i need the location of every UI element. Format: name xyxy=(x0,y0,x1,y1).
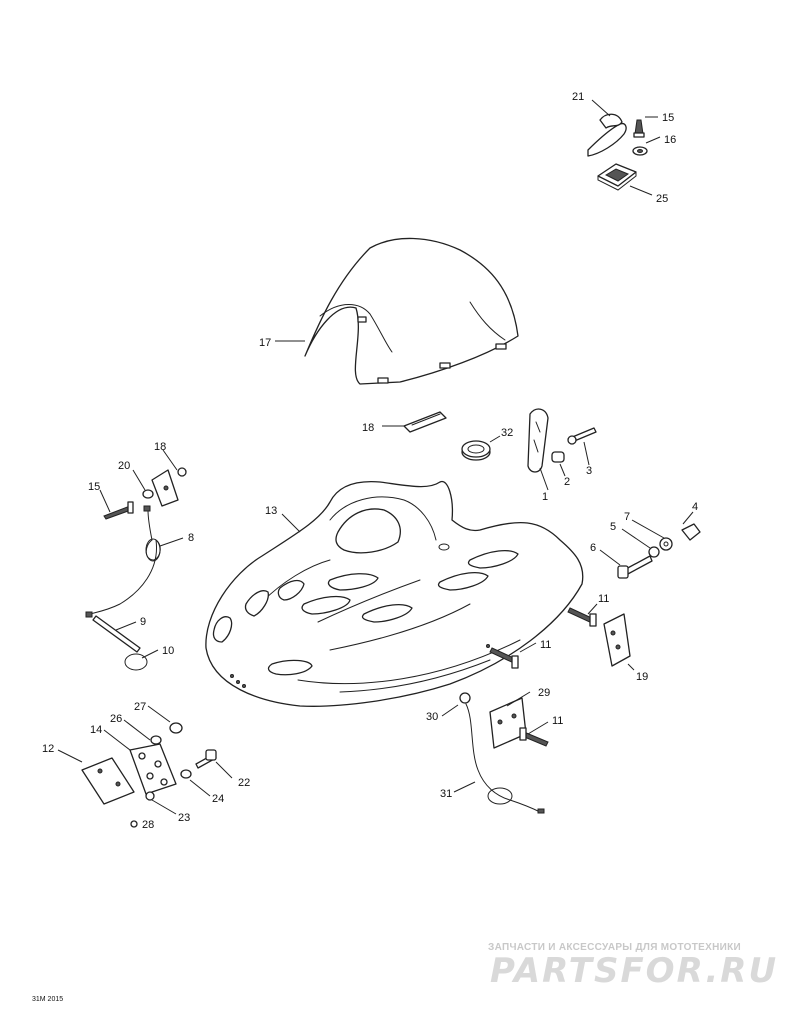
callout-2: 2 xyxy=(564,476,570,488)
callout-28: 28 xyxy=(142,819,154,831)
callout-1: 1 xyxy=(542,491,548,503)
callout-30: 30 xyxy=(426,711,438,723)
callout-24: 24 xyxy=(212,793,224,805)
callout-4: 4 xyxy=(692,501,698,513)
washer-7 xyxy=(659,537,673,551)
callout-31: 31 xyxy=(440,788,452,800)
retaining-cable-right xyxy=(465,703,545,814)
washer-27 xyxy=(169,722,183,734)
rivet-top xyxy=(633,119,645,138)
retaining-cable-left xyxy=(85,505,161,618)
callout-18-center: 18 xyxy=(362,422,374,434)
callout-3: 3 xyxy=(586,465,592,477)
trim-strip xyxy=(403,411,447,433)
callout-27: 27 xyxy=(134,701,146,713)
grommet xyxy=(461,440,491,461)
callout-11-right: 11 xyxy=(598,593,609,605)
callout-25: 25 xyxy=(656,193,668,205)
watermark: ЗАПЧАСТИ И АКСЕССУАРЫ ДЛЯ МОТОТЕХНИКИ PA… xyxy=(488,942,778,991)
callout-labels: 21 15 16 25 17 18 32 3 2 1 4 7 5 6 11 19… xyxy=(42,91,698,831)
spacer xyxy=(551,451,565,463)
rivet-right-upper xyxy=(567,607,597,627)
leader-lines xyxy=(57,99,694,815)
plate-29 xyxy=(489,697,527,749)
cable-tie-strap xyxy=(587,113,627,157)
nut-24 xyxy=(180,769,192,779)
callout-19: 19 xyxy=(636,671,648,683)
callout-9: 9 xyxy=(140,616,146,628)
callout-20: 20 xyxy=(118,460,130,472)
screw-right xyxy=(617,555,653,579)
callout-18-left: 18 xyxy=(154,441,166,453)
screw-handle xyxy=(567,427,597,445)
washer-top xyxy=(632,146,648,156)
callout-12: 12 xyxy=(42,743,54,755)
callout-17: 17 xyxy=(259,337,271,349)
bracket-left xyxy=(151,467,187,507)
washer-5 xyxy=(648,546,660,558)
callout-5: 5 xyxy=(610,521,616,533)
rivet-28 xyxy=(130,820,138,828)
callout-13: 13 xyxy=(265,505,277,517)
mounting-plate xyxy=(129,743,177,795)
washer-left xyxy=(142,489,154,499)
callout-26: 26 xyxy=(110,713,122,725)
screw-22 xyxy=(195,749,217,769)
watermark-tagline: ЗАПЧАСТИ И АКСЕССУАРЫ ДЛЯ МОТОТЕХНИКИ xyxy=(488,942,741,953)
callout-7: 7 xyxy=(624,511,630,523)
callout-11-lower: 11 xyxy=(552,715,563,727)
callout-15-left: 15 xyxy=(88,481,100,493)
pin xyxy=(92,615,141,653)
handle xyxy=(527,408,549,473)
nut-4 xyxy=(681,523,701,541)
callout-14: 14 xyxy=(90,724,102,736)
rivet-hood xyxy=(486,644,519,669)
callout-16: 16 xyxy=(664,134,676,146)
rivet-right-lower xyxy=(519,727,549,747)
light-lens xyxy=(81,757,135,805)
nut-30 xyxy=(459,692,471,704)
callout-10: 10 xyxy=(162,645,174,657)
callout-23: 23 xyxy=(178,812,190,824)
callout-8: 8 xyxy=(188,532,194,544)
watermark-brand: PARTSFOR.RU xyxy=(490,951,778,991)
callout-22: 22 xyxy=(238,777,250,789)
callout-15-top: 15 xyxy=(662,112,674,124)
callout-29: 29 xyxy=(538,687,550,699)
washer-26 xyxy=(150,735,162,745)
callout-11-hood: 11 xyxy=(540,639,551,651)
hood xyxy=(205,480,584,707)
tie-base-plate xyxy=(597,163,637,191)
windshield xyxy=(304,237,519,385)
plate-19 xyxy=(603,613,631,667)
callout-6: 6 xyxy=(590,542,596,554)
ring xyxy=(124,653,148,671)
nut-23 xyxy=(145,791,155,801)
callout-32: 32 xyxy=(501,427,513,439)
callout-21: 21 xyxy=(572,91,584,103)
rivet-left xyxy=(103,501,134,520)
diagram-code: 31M 2015 xyxy=(32,996,63,1003)
